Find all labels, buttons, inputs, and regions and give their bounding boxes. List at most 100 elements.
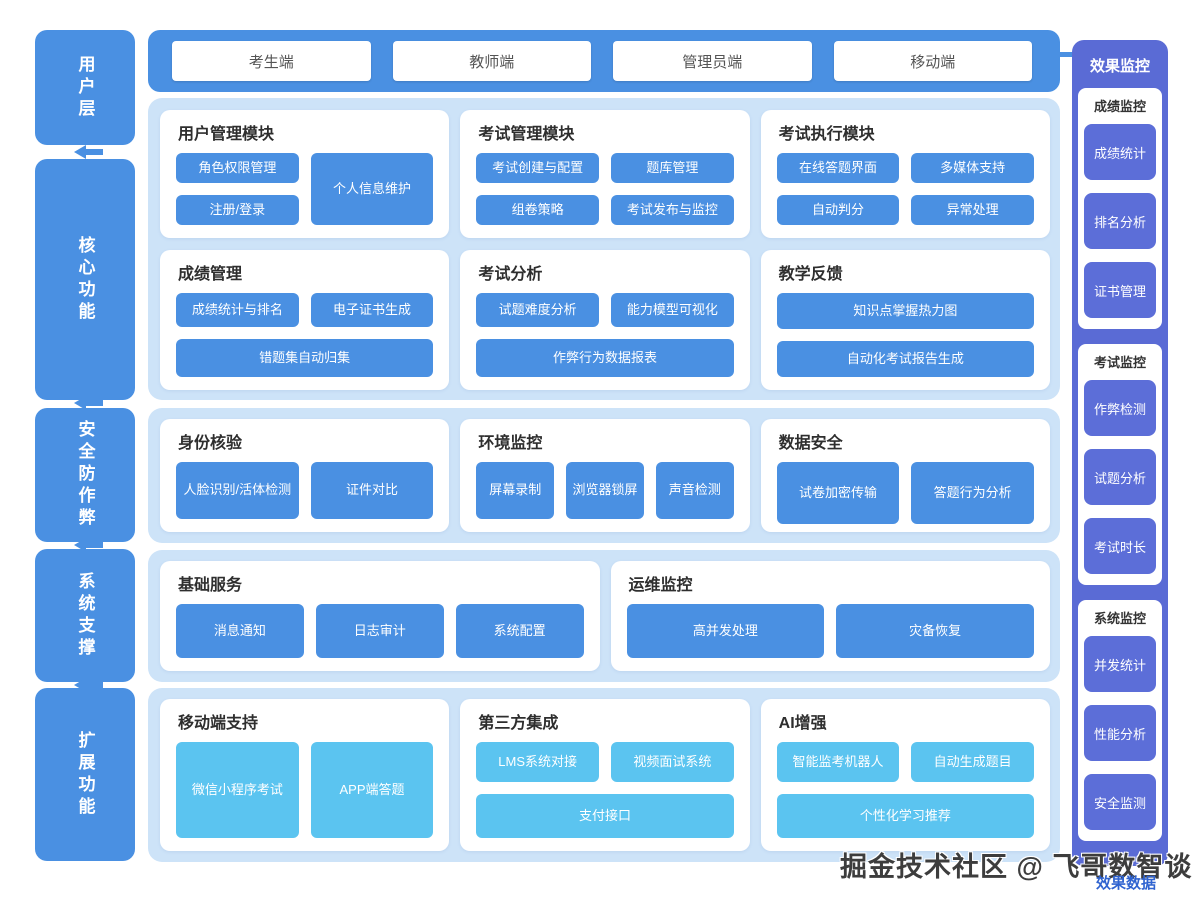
module-button[interactable]: 灾备恢复: [836, 604, 1034, 658]
module-button[interactable]: 屏幕录制: [476, 462, 555, 519]
card-title: 身份核验: [178, 435, 243, 452]
layer-label: 安全防作弊: [75, 420, 95, 530]
module-button[interactable]: 成绩统计与排名: [176, 293, 299, 327]
card-identity-verification: 身份核验 人脸识别/活体检测 证件对比: [160, 419, 450, 532]
module-button[interactable]: 证件对比: [310, 462, 434, 519]
module-button[interactable]: 个性化学习推荐: [776, 793, 1034, 838]
layer-connector-arrow-icon: [74, 678, 108, 692]
module-button[interactable]: 角色权限管理: [176, 153, 299, 183]
module-button[interactable]: 异常处理: [911, 195, 1034, 225]
monitor-item-button[interactable]: 考试时长: [1084, 518, 1156, 574]
monitor-item-button[interactable]: 成绩统计: [1084, 124, 1156, 180]
module-button[interactable]: 视频面试系统: [610, 742, 734, 782]
system-support-panel: 基础服务 消息通知 日志审计 系统配置 运维监控 高并发处理 灾备恢复: [148, 550, 1060, 682]
monitor-connector-arrow-icon: [1045, 44, 1072, 64]
monitor-item-button[interactable]: 性能分析: [1084, 705, 1156, 761]
client-teacher-button[interactable]: 教师端: [392, 41, 591, 81]
layer-label: 核心功能: [75, 235, 95, 324]
core-functions-panel: 用户管理模块 角色权限管理 个人信息维护 注册/登录 考试管理模块 考试创建与配…: [148, 98, 1060, 400]
module-button[interactable]: 注册/登录: [176, 195, 299, 225]
layer-label: 用户层: [75, 54, 95, 121]
module-button[interactable]: 能力模型可视化: [610, 293, 734, 327]
module-button[interactable]: 自动生成题目: [911, 742, 1034, 782]
module-button[interactable]: 作弊行为数据报表: [476, 338, 734, 377]
monitor-group-title: 成绩监控: [1093, 99, 1146, 114]
monitor-group-title: 考试监控: [1093, 355, 1146, 370]
card-third-party-integration: 第三方集成 LMS系统对接 视频面试系统 支付接口: [460, 699, 750, 851]
monitor-item-button[interactable]: 试题分析: [1084, 449, 1156, 505]
module-button[interactable]: 试题难度分析: [476, 293, 599, 327]
layer-label: 扩展功能: [75, 730, 95, 819]
card-title: 考试分析: [478, 266, 543, 283]
layer-connector-arrow-icon: [74, 145, 108, 159]
card-exam-analysis: 考试分析 试题难度分析 能力模型可视化 作弊行为数据报表: [460, 250, 750, 390]
monitor-item-button[interactable]: 安全监测: [1084, 774, 1156, 830]
layer-box-security: 安全防作弊: [35, 408, 135, 542]
card-title: 移动端支持: [178, 715, 259, 732]
monitor-group-exam: 考试监控 作弊检测 试题分析 考试时长: [1078, 344, 1162, 585]
card-title: 环境监控: [478, 435, 543, 452]
extension-panel: 移动端支持 微信小程序考试 APP端答题 第三方集成 LMS系统对接 视频面试系…: [148, 688, 1060, 862]
module-button[interactable]: 考试创建与配置: [476, 153, 599, 183]
module-button[interactable]: 电子证书生成: [310, 293, 434, 327]
module-button[interactable]: 微信小程序考试: [176, 742, 299, 838]
watermark-text: 掘金技术社区 @ 飞哥数智谈: [840, 852, 1193, 882]
anti-cheating-panel: 身份核验 人脸识别/活体检测 证件对比 环境监控 屏幕录制 浏览器锁屏 声音检测…: [148, 408, 1060, 543]
card-teaching-feedback: 教学反馈 知识点掌握热力图 自动化考试报告生成: [760, 250, 1050, 390]
module-button[interactable]: 消息通知: [176, 604, 304, 658]
module-button[interactable]: 错题集自动归集: [176, 338, 434, 377]
client-examinee-button[interactable]: 考生端: [172, 41, 371, 81]
monitor-item-button[interactable]: 作弊检测: [1084, 380, 1156, 436]
module-button[interactable]: 多媒体支持: [911, 153, 1034, 183]
layer-box-core: 核心功能: [35, 159, 135, 400]
client-mobile-button[interactable]: 移动端: [833, 41, 1032, 81]
effect-monitor-panel: 效果监控 成绩监控 成绩统计 排名分析 证书管理 考试监控 作弊检测 试题分析 …: [1072, 40, 1168, 866]
card-mobile-support: 移动端支持 微信小程序考试 APP端答题: [160, 699, 450, 851]
module-button[interactable]: 自动化考试报告生成: [776, 341, 1034, 377]
module-button[interactable]: 人脸识别/活体检测: [176, 462, 299, 519]
module-button[interactable]: 在线答题界面: [776, 153, 900, 183]
user-layer-bar: 考生端 教师端 管理员端 移动端: [148, 30, 1060, 92]
module-button[interactable]: LMS系统对接: [476, 742, 599, 782]
layer-box-user: 用户层: [35, 30, 135, 145]
card-title: 基础服务: [178, 577, 243, 594]
layer-box-support: 系统支撑: [35, 549, 135, 682]
card-ops-monitoring: 运维监控 高并发处理 灾备恢复: [610, 561, 1050, 671]
card-title: AI增强: [778, 715, 827, 732]
card-score-management: 成绩管理 成绩统计与排名 电子证书生成 错题集自动归集: [160, 250, 450, 390]
module-button[interactable]: 组卷策略: [476, 195, 599, 225]
module-button[interactable]: 浏览器锁屏: [566, 462, 644, 519]
module-button[interactable]: 答题行为分析: [911, 462, 1034, 524]
module-button[interactable]: 考试发布与监控: [610, 195, 734, 225]
card-title: 考试管理模块: [478, 126, 575, 143]
monitor-group-system: 系统监控 并发统计 性能分析 安全监测: [1078, 600, 1162, 841]
module-button[interactable]: 高并发处理: [626, 604, 825, 658]
monitor-item-button[interactable]: 排名分析: [1084, 193, 1156, 249]
card-exam-execution: 考试执行模块 在线答题界面 多媒体支持 自动判分 异常处理: [760, 110, 1050, 238]
layer-connector-arrow-icon: [74, 396, 108, 410]
module-button[interactable]: 题库管理: [610, 153, 734, 183]
card-title: 教学反馈: [778, 266, 843, 283]
card-title: 数据安全: [778, 435, 843, 452]
card-title: 成绩管理: [178, 266, 243, 283]
module-button[interactable]: 智能监考机器人: [776, 742, 900, 782]
module-button[interactable]: 知识点掌握热力图: [776, 293, 1034, 329]
module-button[interactable]: APP端答题: [310, 742, 434, 838]
monitor-group-title: 系统监控: [1093, 611, 1146, 626]
module-button[interactable]: 试卷加密传输: [776, 462, 900, 524]
module-button[interactable]: 日志审计: [315, 604, 444, 658]
module-button[interactable]: 个人信息维护: [310, 153, 434, 225]
client-admin-button[interactable]: 管理员端: [613, 41, 812, 81]
card-data-security: 数据安全 试卷加密传输 答题行为分析: [760, 419, 1050, 532]
monitor-item-button[interactable]: 证书管理: [1084, 262, 1156, 318]
module-button[interactable]: 自动判分: [776, 195, 900, 225]
monitor-item-button[interactable]: 并发统计: [1084, 636, 1156, 692]
card-title: 运维监控: [628, 577, 693, 594]
card-exam-management: 考试管理模块 考试创建与配置 题库管理 组卷策略 考试发布与监控: [460, 110, 750, 238]
layer-label: 系统支撑: [75, 571, 95, 660]
module-button[interactable]: 声音检测: [655, 462, 734, 519]
effect-data-label: 效果数据: [1095, 875, 1156, 892]
module-button[interactable]: 支付接口: [476, 793, 734, 838]
module-button[interactable]: 系统配置: [455, 604, 584, 658]
